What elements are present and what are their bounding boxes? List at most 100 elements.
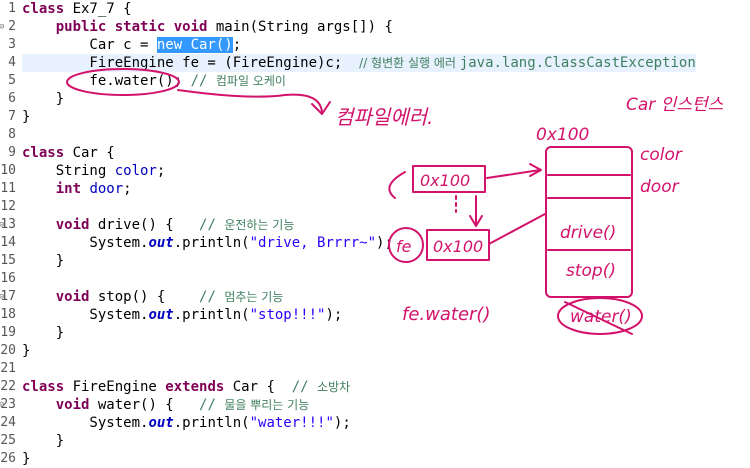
code-token: //	[291, 379, 318, 395]
code-token: water() {	[97, 397, 200, 413]
code-token: // 형변환 실행 에러	[359, 56, 460, 70]
code-token: }	[22, 325, 65, 341]
code-token: .println(	[173, 307, 250, 323]
code-token: );	[376, 235, 393, 251]
code-token: 소방차	[317, 380, 351, 394]
line-number: 26	[0, 451, 16, 466]
code-line[interactable]: }	[22, 450, 30, 468]
code-line[interactable]: }	[22, 324, 64, 342]
code-token: }	[22, 343, 31, 359]
line-number: 11	[0, 181, 16, 196]
line-number: 1	[8, 1, 16, 16]
line-number: 19	[0, 325, 16, 340]
code-token	[22, 181, 56, 197]
code-token: System.	[22, 235, 149, 251]
code-line[interactable]: public static void main(String args[]) {	[22, 18, 393, 36]
code-line[interactable]: }	[22, 108, 30, 126]
code-line[interactable]: String color;	[22, 162, 166, 180]
line-number: 25	[0, 433, 16, 448]
line-number: 13	[0, 216, 16, 234]
code-line[interactable]: System.out.println("stop!!!");	[22, 306, 342, 324]
code-line[interactable]: System.out.println("water!!!");	[22, 414, 350, 432]
line-number: 17	[0, 288, 16, 306]
code-token: int	[55, 181, 90, 197]
code-line[interactable]: fe.water(); // 컴파일 오케이	[22, 72, 286, 90]
code-line[interactable]: void water() { // 물을 뿌리는 기능	[22, 396, 310, 414]
code-token: "drive, Brrrr~"	[249, 235, 377, 251]
code-token: .println(	[173, 415, 250, 431]
code-token: stop() {	[97, 289, 200, 305]
code-token: void	[55, 397, 98, 413]
code-token: Car {	[72, 145, 115, 161]
code-line[interactable]: }	[22, 252, 64, 270]
line-number: 22	[0, 379, 16, 394]
code-token: }	[22, 253, 65, 269]
code-token: color	[114, 163, 157, 179]
code-token: //	[190, 73, 216, 89]
code-token: //	[199, 289, 225, 305]
code-line[interactable]: void drive() { // 운전하는 기능	[22, 216, 295, 234]
code-token: void	[55, 217, 98, 233]
code-line[interactable]: }	[22, 90, 64, 108]
code-line[interactable]: class FireEngine extends Car { // 소방차	[22, 378, 350, 396]
line-number: 15	[0, 253, 16, 268]
code-token: );	[325, 307, 343, 323]
code-token	[22, 217, 56, 233]
code-token: ;	[156, 163, 166, 179]
line-number: 16	[0, 271, 16, 286]
line-number: 18	[0, 307, 16, 322]
line-number: 5	[8, 73, 16, 88]
code-token: "water!!!"	[249, 415, 334, 431]
code-token: }	[22, 433, 65, 449]
code-token: door	[89, 181, 124, 197]
code-token: class	[22, 379, 73, 395]
code-token: ;	[123, 181, 132, 197]
code-token: System.	[22, 307, 149, 323]
code-token: FireEngine fe = (FireEngine)c;	[22, 55, 360, 71]
line-number: 4	[8, 55, 16, 70]
line-number: 21	[0, 361, 16, 376]
line-number: 7	[8, 109, 16, 124]
code-token: //	[199, 397, 225, 413]
code-token: out	[148, 235, 174, 251]
code-token	[22, 397, 56, 413]
code-line[interactable]: }	[22, 432, 64, 450]
code-token: }	[22, 91, 65, 107]
code-line[interactable]: System.out.println("drive, Brrrr~");	[22, 234, 393, 252]
code-token: 멈추는 기능	[224, 290, 284, 304]
line-number-gutter: 1234567891011121314151617181920212223242…	[0, 0, 16, 467]
code-token: 물을 뿌리는 기능	[224, 398, 310, 412]
code-token: extends	[165, 379, 233, 395]
code-token: }	[22, 451, 31, 467]
code-token: .println(	[173, 235, 250, 251]
line-number: 9	[8, 145, 16, 160]
code-token: fe.water();	[22, 73, 191, 89]
code-token: java.lang.ClassCastException	[459, 55, 696, 71]
line-number: 2	[0, 18, 16, 36]
line-number: 20	[0, 343, 16, 358]
code-token: drive() {	[97, 217, 200, 233]
code-line[interactable]: class Ex7_7 {	[22, 0, 132, 18]
code-token: class	[22, 145, 73, 161]
code-line[interactable]: FireEngine fe = (FireEngine)c; // 형변환 실행…	[22, 54, 696, 72]
line-number: 12	[0, 199, 16, 214]
code-token: 운전하는 기능	[224, 218, 295, 232]
code-token: }	[22, 109, 31, 125]
code-line[interactable]: int door;	[22, 180, 132, 198]
code-token: Car c =	[22, 37, 157, 53]
code-line[interactable]: class Car {	[22, 144, 115, 162]
line-number: 8	[8, 127, 16, 142]
code-line[interactable]: Car c = new Car();	[22, 36, 241, 54]
code-token: Car {	[232, 379, 292, 395]
line-number: 14	[0, 235, 16, 250]
code-token	[22, 289, 56, 305]
code-token: //	[199, 217, 225, 233]
code-token: out	[148, 307, 174, 323]
code-line[interactable]: }	[22, 342, 30, 360]
code-line[interactable]: void stop() { // 멈추는 기능	[22, 288, 284, 306]
code-token: new Car()	[156, 37, 233, 53]
code-token: FireEngine	[72, 379, 166, 395]
code-token: "stop!!!"	[249, 307, 326, 323]
code-token: 컴파일 오케이	[215, 74, 286, 88]
